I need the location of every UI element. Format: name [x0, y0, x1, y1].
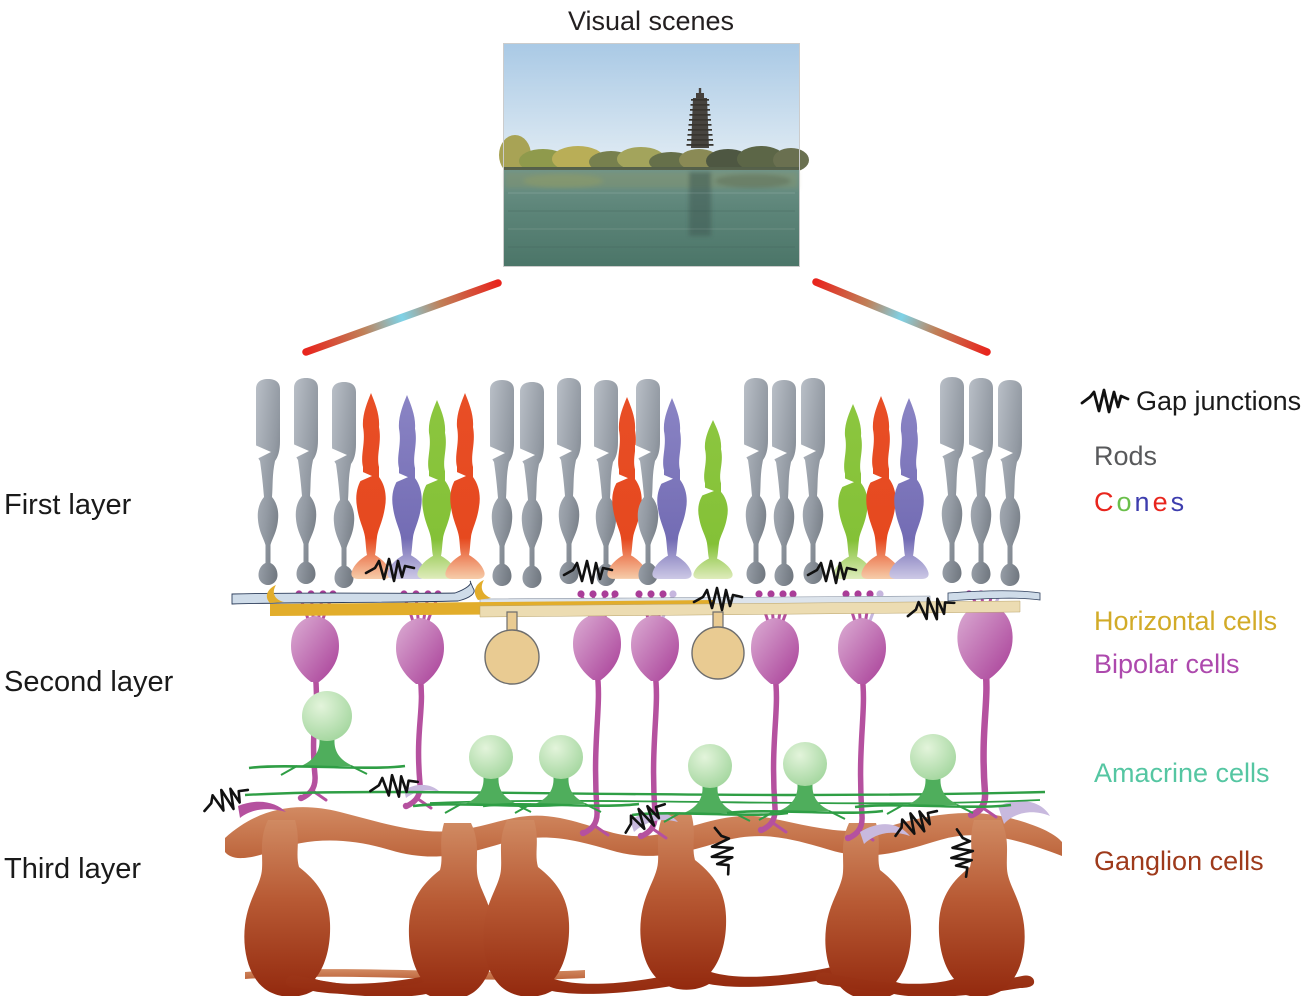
bipolar-cell — [573, 590, 621, 837]
gap-junction-symbol — [367, 771, 421, 801]
pagoda — [686, 88, 714, 148]
bipolar-cell — [631, 590, 679, 840]
cone-photoreceptor-orange — [445, 393, 485, 579]
page-title: Visual scenes — [567, 6, 735, 36]
rod-photoreceptor — [556, 378, 581, 584]
label-second-layer: Second layer — [4, 666, 174, 698]
rod-photoreceptor — [255, 379, 280, 585]
amacrine-cell — [412, 735, 570, 814]
bipolar-cell — [957, 590, 1013, 819]
cone-photoreceptor-green — [833, 404, 873, 580]
amacrine-cell — [482, 735, 640, 814]
legend-gap-junctions-label: Gap junctions — [1136, 386, 1302, 416]
amacrine-cell — [726, 742, 884, 821]
label-first-layer: First layer — [4, 489, 132, 521]
legend-ganglion-cells: Ganglion cells — [1094, 846, 1264, 876]
visual-scene-photo — [499, 43, 809, 267]
cone-photoreceptor-purple — [889, 398, 929, 579]
rod-photoreceptor — [968, 378, 993, 584]
legend-cones-letter: e — [1152, 487, 1171, 517]
cone-photoreceptor-orange — [861, 396, 901, 580]
legend-amacrine-cells: Amacrine cells — [1094, 758, 1270, 788]
rod-photoreceptor — [293, 378, 318, 584]
cone-photoreceptor-green — [693, 420, 733, 580]
amacrine-cell — [854, 734, 1012, 815]
outer-plexiform-layer — [231, 580, 1041, 618]
legend-horizontal-cells: Horizontal cells — [1094, 606, 1278, 636]
ganglion-cell-layer — [225, 807, 1062, 996]
photo-reflections — [505, 172, 798, 236]
rod-photoreceptor — [489, 380, 514, 586]
bipolar-cell — [396, 590, 444, 810]
legend-cones-letter: n — [1134, 487, 1153, 517]
horizontal-cell-bodies — [484, 611, 745, 685]
label-third-layer: Third layer — [4, 853, 141, 885]
horizontal-cell-body — [691, 611, 745, 680]
legend-cones-letter: o — [1116, 487, 1135, 517]
rod-photoreceptor — [331, 382, 356, 588]
rod-photoreceptor — [743, 378, 768, 584]
rod-photoreceptor — [997, 380, 1022, 586]
rod-photoreceptor — [635, 379, 660, 585]
legend-cones-letter: s — [1170, 487, 1188, 517]
bipolar-terminal-accents-left — [238, 801, 286, 818]
legend-cones-letter: C — [1094, 487, 1117, 517]
legend-bipolar-cells: Bipolar cells — [1094, 649, 1240, 679]
rod-photoreceptor — [771, 380, 796, 586]
connector-line-right — [812, 278, 991, 356]
cone-photoreceptor-orange — [351, 393, 391, 579]
legend-gap-junctions: Gap junctions — [1080, 386, 1301, 417]
photo-ripples — [508, 192, 795, 248]
legend-rods: Rods — [1094, 441, 1158, 471]
rod-photoreceptor — [939, 377, 964, 583]
amacrine-cell — [248, 691, 406, 776]
gap-junction-icon — [1080, 388, 1130, 413]
amacrine-cell — [631, 744, 789, 823]
connector-line-left — [302, 279, 502, 356]
cone-photoreceptor-green — [417, 400, 457, 579]
photoreceptor-layer — [255, 377, 1022, 588]
legend-cones: Cones — [1094, 487, 1187, 518]
cone-photoreceptor-purple — [387, 395, 427, 579]
amacrine-cell-layer — [244, 691, 1046, 823]
horizontal-cell-body — [484, 611, 540, 685]
rod-photoreceptor — [800, 378, 825, 584]
bipolar-cell — [751, 590, 799, 834]
rod-photoreceptor — [519, 382, 544, 588]
